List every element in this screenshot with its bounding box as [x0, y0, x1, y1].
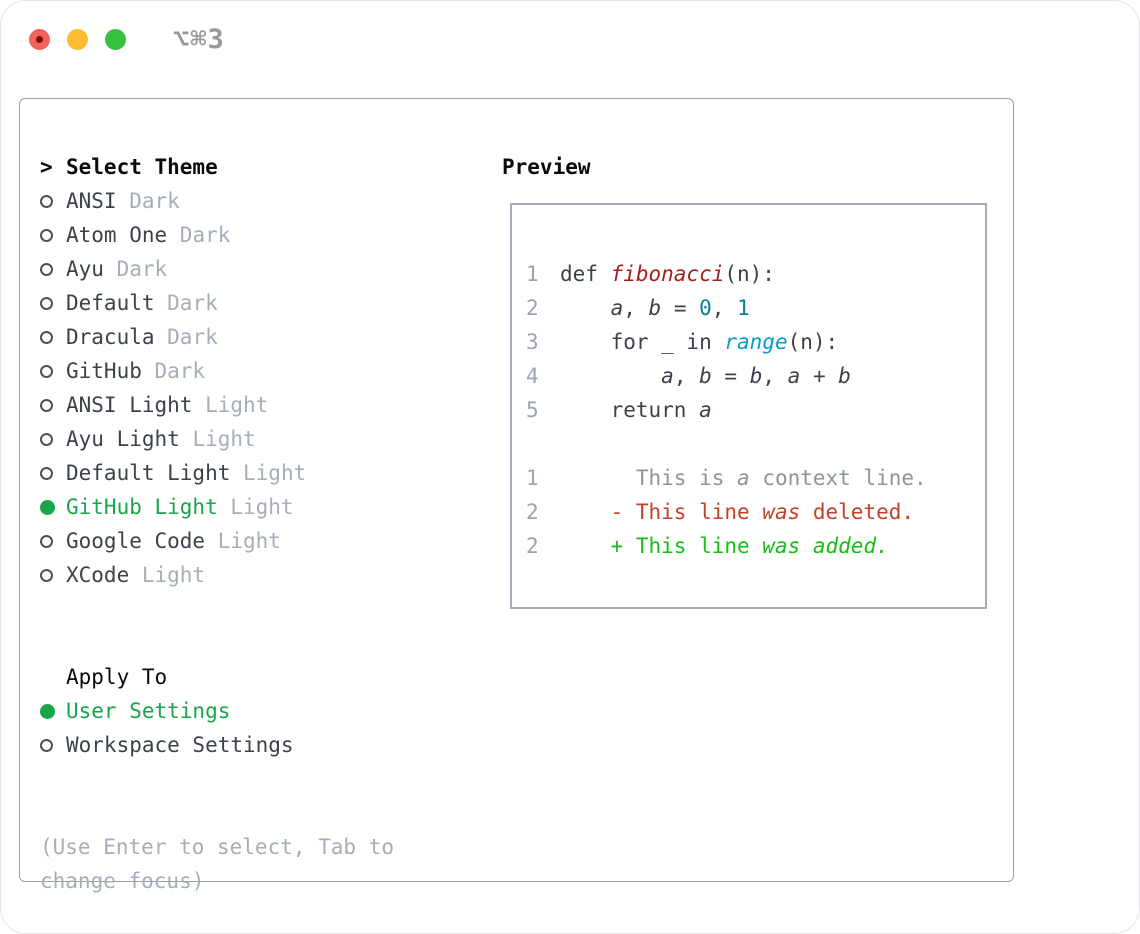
theme-item[interactable]: Ayu Dark: [40, 252, 460, 286]
theme-item[interactable]: Default Dark: [40, 286, 460, 320]
line-number: 2: [526, 500, 539, 524]
preview-line: 2 + This line was added.: [526, 529, 975, 563]
radio-icon: [40, 228, 53, 242]
radio-icon: [40, 398, 53, 412]
theme-name: Atom One: [66, 223, 168, 247]
line-number: 3: [526, 330, 539, 354]
theme-item[interactable]: GitHub Light Light: [40, 490, 460, 524]
theme-name: GitHub: [66, 359, 142, 383]
theme-variant: Light: [243, 461, 307, 485]
theme-variant: Dark: [167, 325, 218, 349]
theme-variant: Light: [205, 393, 269, 417]
close-button[interactable]: [29, 28, 50, 50]
theme-item[interactable]: ANSI Light Light: [40, 388, 460, 422]
preview-line: 3 for _ in range(n):: [526, 325, 975, 359]
line-content: + This line was added.: [560, 534, 889, 558]
radio-icon: [40, 534, 53, 548]
radio-icon: [40, 364, 53, 378]
unsaved-indicator-dot: [36, 35, 43, 43]
theme-name: Ayu Light: [66, 427, 180, 451]
select-theme-header-row: > Select Theme: [40, 150, 460, 184]
preview-line: 1 This is a context line.: [526, 461, 975, 495]
apply-to-option[interactable]: User Settings: [40, 694, 460, 728]
preview-line: 2 - This line was deleted.: [526, 495, 975, 529]
theme-variant: Light: [217, 529, 281, 553]
line-content: return a: [560, 398, 712, 422]
radio-icon: [40, 262, 53, 276]
section-gap: [40, 592, 460, 660]
theme-item[interactable]: Atom One Dark: [40, 218, 460, 252]
theme-variant: Light: [230, 495, 294, 519]
preview-line: 1 def fibonacci(n):: [526, 257, 975, 291]
theme-name: XCode: [66, 563, 130, 587]
theme-name: Default: [66, 291, 155, 315]
theme-item[interactable]: GitHub Dark: [40, 354, 460, 388]
keyboard-hint: (Use Enter to select, Tab to change focu…: [40, 835, 395, 893]
line-content: for _ in range(n):: [560, 330, 839, 354]
radio-icon: [40, 296, 53, 310]
preview-blank-line: [526, 427, 975, 461]
preview-line: 5 return a: [526, 393, 975, 427]
theme-item[interactable]: Default Light Light: [40, 456, 460, 490]
line-number: 2: [526, 534, 539, 558]
theme-name: Default Light: [66, 461, 231, 485]
theme-variant: Dark: [154, 359, 206, 383]
theme-name: GitHub Light: [66, 495, 218, 519]
line-content: - This line was deleted.: [560, 500, 915, 524]
theme-name: Dracula: [66, 325, 155, 349]
preview-line: 2 a, b = 0, 1: [526, 291, 975, 325]
radio-icon: [40, 432, 53, 446]
apply-to-label: User Settings: [66, 699, 231, 723]
line-number: 4: [526, 364, 539, 388]
radio-icon: [40, 499, 55, 515]
window-title-shortcut: ⌥⌘3: [173, 23, 225, 55]
select-theme-header: Select Theme: [66, 155, 218, 179]
theme-variant: Dark: [116, 257, 168, 281]
zoom-button[interactable]: [105, 28, 126, 50]
theme-variant: Dark: [179, 223, 231, 247]
theme-variant: Light: [141, 563, 206, 587]
apply-to-option[interactable]: Workspace Settings: [40, 728, 460, 762]
radio-icon: [40, 738, 53, 752]
line-number: 1: [526, 466, 539, 490]
theme-name: Ayu: [66, 257, 104, 281]
preview-header: Preview: [502, 155, 591, 179]
line-number: 5: [526, 398, 539, 422]
theme-name: ANSI: [66, 189, 117, 213]
apply-to-header: Apply To: [66, 665, 168, 689]
line-number: 1: [526, 262, 539, 286]
preview-line: 4 a, b = b, a + b: [526, 359, 975, 393]
theme-variant: Light: [192, 427, 256, 451]
section-gap: [40, 762, 460, 830]
line-content: This is a context line.: [560, 466, 927, 490]
radio-icon: [40, 194, 53, 208]
apply-to-label: Workspace Settings: [66, 733, 294, 757]
theme-variant: Dark: [129, 189, 180, 213]
radio-icon: [40, 703, 55, 719]
theme-item[interactable]: XCode Light: [40, 558, 460, 592]
line-number: 2: [526, 296, 539, 320]
theme-name: Google Code: [66, 529, 206, 553]
line-content: a, b = b, a + b: [661, 364, 851, 388]
theme-name: ANSI Light: [66, 393, 193, 417]
theme-item[interactable]: ANSI Dark: [40, 184, 460, 218]
theme-variant: Dark: [167, 291, 218, 315]
radio-icon: [40, 568, 53, 582]
apply-to-header-row: Apply To: [40, 660, 460, 694]
line-content: def fibonacci(n):: [560, 262, 775, 286]
focus-caret-icon: >: [40, 155, 53, 179]
minimize-button[interactable]: [67, 28, 88, 50]
titlebar: ⌥⌘3: [29, 24, 225, 55]
radio-icon: [40, 330, 53, 344]
theme-item[interactable]: Ayu Light Light: [40, 422, 460, 456]
line-content: a, b = 0, 1: [610, 296, 750, 320]
theme-item[interactable]: Google Code Light: [40, 524, 460, 558]
radio-icon: [40, 466, 53, 480]
theme-item[interactable]: Dracula Dark: [40, 320, 460, 354]
